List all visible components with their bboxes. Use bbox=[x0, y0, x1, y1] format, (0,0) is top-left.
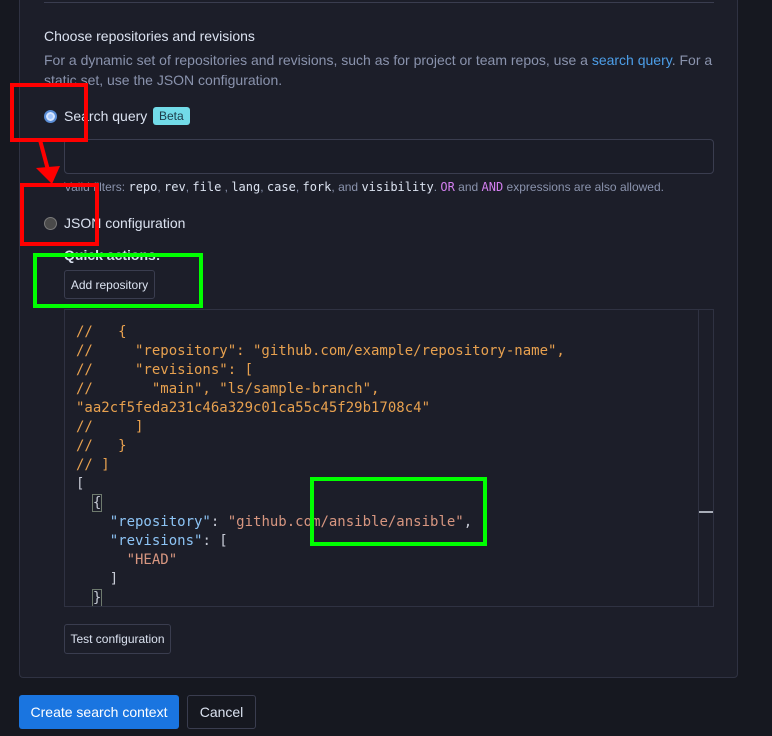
test-configuration-button[interactable]: Test configuration bbox=[64, 624, 171, 654]
beta-badge: Beta bbox=[153, 107, 190, 125]
code-line: // ] bbox=[76, 457, 110, 473]
section-description: For a dynamic set of repositories and re… bbox=[44, 50, 724, 90]
annotation-box-red bbox=[20, 183, 99, 246]
editor-scrollbar[interactable] bbox=[698, 310, 713, 606]
filter-case: case bbox=[266, 180, 296, 194]
json-key: "revisions" bbox=[109, 533, 203, 549]
and-word-2: and bbox=[458, 180, 479, 194]
matched-bracket: { bbox=[91, 494, 103, 512]
divider bbox=[44, 2, 714, 3]
filter-fork: fork bbox=[302, 180, 332, 194]
or-keyword: OR bbox=[440, 180, 455, 194]
filter-visibility: visibility bbox=[361, 180, 434, 194]
scroll-thumb[interactable] bbox=[699, 511, 713, 513]
json-key: "repository" bbox=[109, 514, 211, 530]
description-text: For a dynamic set of repositories and re… bbox=[44, 52, 592, 68]
add-repository-button[interactable]: Add repository bbox=[64, 270, 155, 299]
code-line: // "repository": "github.com/example/rep… bbox=[76, 343, 565, 359]
filter-rev: rev bbox=[164, 180, 186, 194]
description-text-2: . For a static set, use the JSON configu… bbox=[44, 52, 713, 88]
annotation-arrow-icon bbox=[36, 139, 60, 184]
annotation-box-green bbox=[310, 477, 487, 546]
code-line: "aa2cf5feda231c46a329c01ca55c45f29b1708c… bbox=[76, 400, 431, 416]
json-config-radio[interactable] bbox=[44, 217, 57, 230]
json-config-label[interactable]: JSON configuration bbox=[64, 215, 186, 231]
annotation-box-green bbox=[33, 253, 203, 308]
search-query-input[interactable] bbox=[64, 139, 714, 174]
json-string: "github.com/ansible/ansible" bbox=[227, 514, 464, 530]
and-keyword: AND bbox=[481, 180, 504, 194]
code-line: [ bbox=[76, 476, 85, 492]
code-line: ] bbox=[109, 571, 119, 587]
filter-repo: repo bbox=[128, 180, 158, 194]
code-line: // "main", "ls/sample-branch", bbox=[76, 381, 380, 397]
search-query-radio[interactable] bbox=[44, 110, 57, 123]
and-word: and bbox=[338, 180, 359, 194]
filters-hint: Valid filters: repo, rev, file , lang, c… bbox=[64, 180, 664, 194]
matched-bracket: } bbox=[91, 589, 103, 606]
json-string: "HEAD" bbox=[126, 552, 178, 568]
filter-file: file bbox=[192, 180, 222, 194]
filter-lang: lang bbox=[231, 180, 261, 194]
code-content: // { // "repository": "github.com/exampl… bbox=[76, 324, 565, 606]
code-line: // } bbox=[76, 438, 127, 454]
code-line: // { bbox=[76, 324, 127, 340]
json-editor[interactable]: // { // "repository": "github.com/exampl… bbox=[64, 309, 714, 607]
code-line: // ] bbox=[76, 419, 144, 435]
annotation-box-red bbox=[10, 83, 88, 142]
code-line: // "revisions": [ bbox=[76, 362, 254, 378]
hint-suffix: expressions are also allowed. bbox=[503, 180, 664, 194]
section-heading: Choose repositories and revisions bbox=[44, 28, 255, 44]
cancel-button[interactable]: Cancel bbox=[187, 695, 256, 729]
search-query-link[interactable]: search query bbox=[591, 52, 672, 68]
create-search-context-button[interactable]: Create search context bbox=[19, 695, 179, 729]
